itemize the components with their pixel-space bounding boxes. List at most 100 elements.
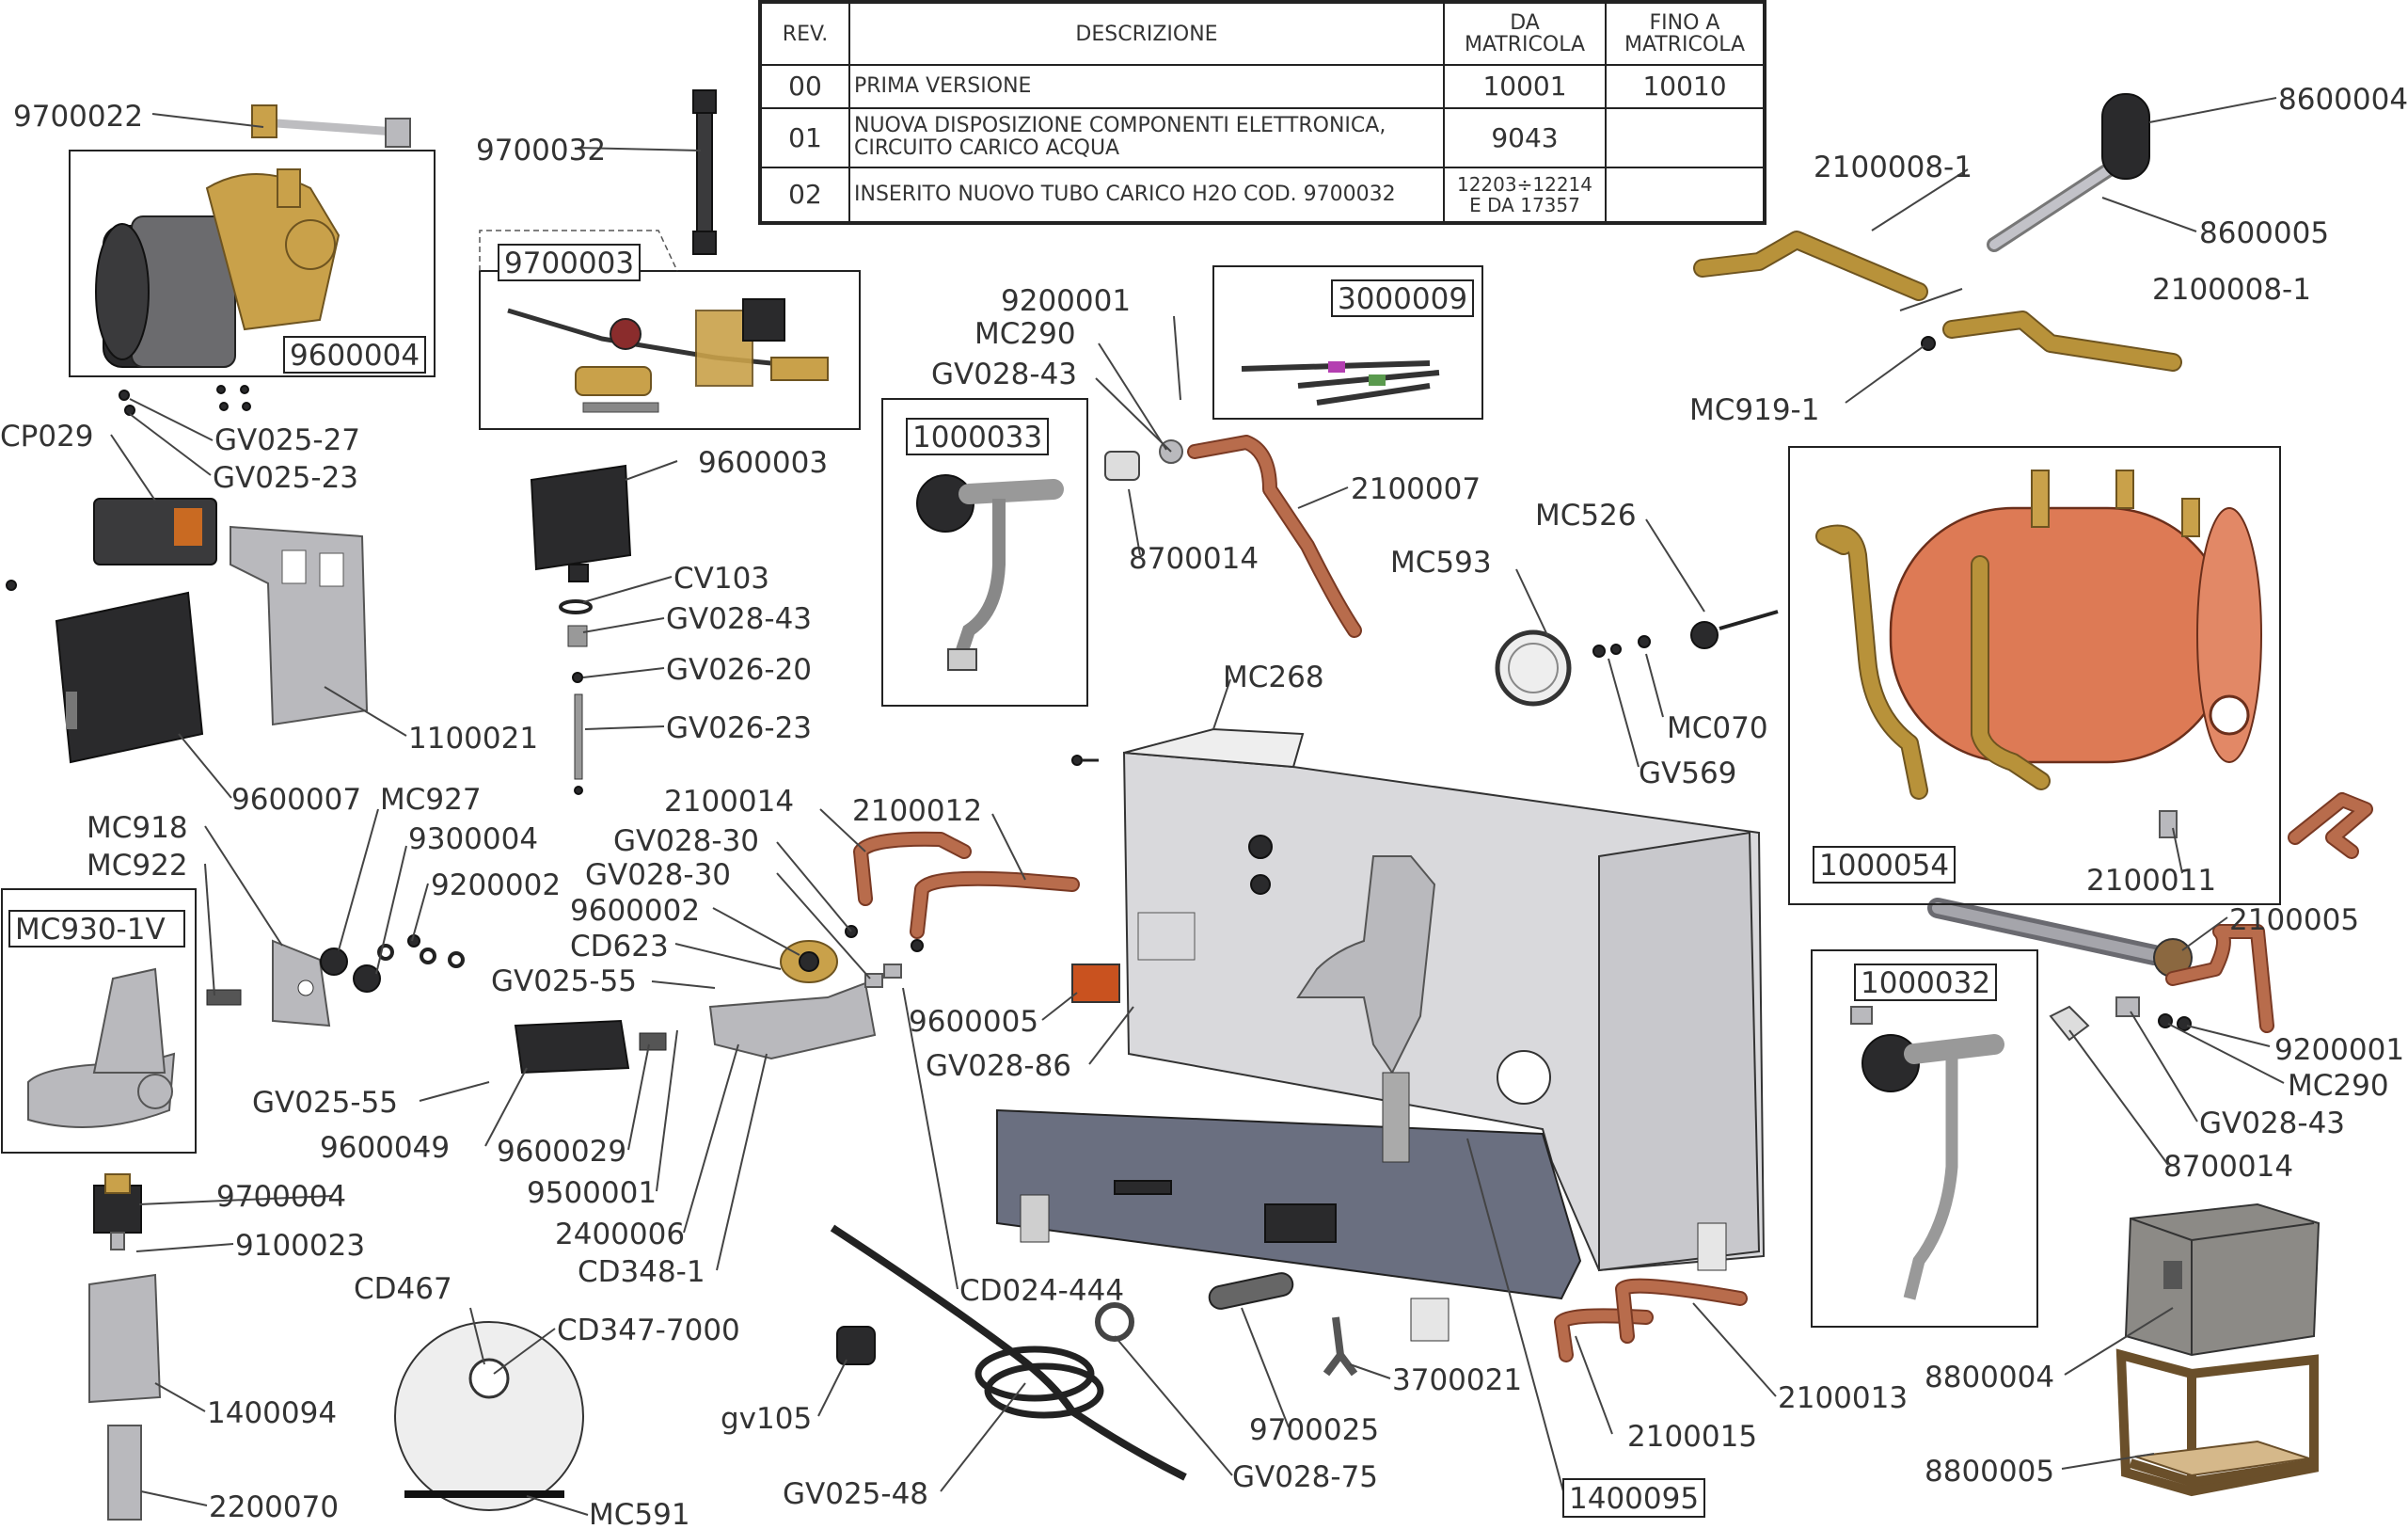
label-CP029: CP029	[0, 420, 94, 454]
label-9700022: 9700022	[13, 100, 143, 134]
from-serial: 12203÷12214 E DA 17357	[1443, 166, 1607, 224]
label-9300004: 9300004	[408, 822, 538, 856]
label-8700014-top: 8700014	[1129, 542, 1259, 576]
pump-hose-illustration	[251, 104, 411, 148]
boxed-label-MC930-1V: MC930-1V	[15, 913, 166, 947]
label-GV028-43-top: GV028-43	[931, 358, 1077, 391]
label-2400006: 2400006	[555, 1218, 685, 1251]
rev-number: 01	[760, 106, 850, 168]
label-9200001-top: 9200001	[1001, 284, 1131, 318]
revision-row: 01 NUOVA DISPOSIZIONE COMPONENTI ELETTRO…	[760, 106, 1765, 168]
label-8600005: 8600005	[2199, 216, 2329, 250]
label-2100005: 2100005	[2229, 903, 2359, 937]
leader-lines	[110, 97, 2285, 1516]
screws-illustration	[6, 385, 251, 591]
to-serial	[1605, 166, 1765, 224]
to-serial-header: FINO A MATRICOLA	[1605, 2, 1765, 66]
label-GV028-86: GV028-86	[926, 1049, 1071, 1083]
revision-table-header: REV. DESCRIZIONE DA MATRICOLA FINO A MAT…	[760, 2, 1765, 66]
label-MC526: MC526	[1535, 499, 1637, 533]
label-GV028-43-right: GV028-43	[2199, 1107, 2345, 1140]
label-GV028-30-upper: GV028-30	[613, 824, 759, 858]
group-head-illustration	[27, 939, 331, 1128]
steam-tap-illustration	[916, 474, 1064, 671]
label-MC268: MC268	[1223, 661, 1324, 694]
steam-tap-frame	[881, 398, 1088, 707]
label-2100008-1-upper: 2100008-1	[1814, 151, 1972, 184]
cable-gland-illustration	[836, 1326, 876, 1365]
wooden-pallet-illustration	[2115, 1348, 2319, 1497]
label-2100012: 2100012	[852, 794, 982, 828]
boxed-label-3000009: 3000009	[1338, 282, 1467, 316]
rev-number: 02	[760, 166, 850, 224]
label-MC919-1: MC919-1	[1689, 393, 1819, 427]
label-CD347-7000: CD347-7000	[557, 1314, 740, 1347]
main-frame-illustration	[996, 727, 1766, 1342]
solenoid-valve-illustration	[93, 1173, 142, 1250]
revision-row: 00 PRIMA VERSIONE 10001 10010	[760, 64, 1765, 109]
cable-set-frame	[1212, 265, 1483, 420]
label-3700021: 3700021	[1392, 1363, 1522, 1397]
manometer-illustration	[1495, 610, 1779, 707]
copper-pipes-illustration	[853, 831, 1080, 939]
label-GV028-43-left: GV028-43	[666, 602, 812, 636]
drain-pipes-illustration	[1554, 1278, 1748, 1362]
label-9600049: 9600049	[320, 1131, 450, 1165]
label-9600029: 9600029	[497, 1135, 626, 1169]
relay-illustration	[93, 498, 217, 565]
boxed-label-9600004: 9600004	[290, 339, 420, 373]
label-GV025-48: GV025-48	[783, 1477, 928, 1511]
to-serial: 10010	[1605, 64, 1765, 109]
from-serial: 10001	[1443, 64, 1607, 109]
label-9100023: 9100023	[235, 1229, 365, 1263]
water-hose-illustration	[692, 89, 717, 255]
label-8800004: 8800004	[1925, 1361, 2054, 1394]
boxed-labels: 9600004 9700003 3000009 1000033 1000054 …	[8, 244, 1997, 1518]
mounting-plate-illustration	[708, 981, 877, 1060]
power-cable-illustration	[830, 1224, 1187, 1481]
revision-table: REV. DESCRIZIONE DA MATRICOLA FINO A MAT…	[758, 0, 1766, 225]
rev-header: REV.	[760, 2, 850, 66]
boxed-label-1000054: 1000054	[1819, 849, 1949, 883]
label-8800005: 8800005	[1925, 1455, 2054, 1489]
to-serial	[1605, 106, 1765, 168]
description-header: DESCRIZIONE	[848, 2, 1445, 66]
label-GV028-75: GV028-75	[1232, 1460, 1378, 1494]
label-GV026-20: GV026-20	[666, 653, 812, 687]
part-labels: 9700022 9700032 GV025-27 CP029 GV025-23 …	[0, 83, 2408, 1529]
hot-water-tap-illustration	[1850, 1006, 2004, 1300]
support-bracket-illustration	[230, 525, 369, 726]
rev-number: 00	[760, 64, 850, 109]
label-2100015: 2100015	[1627, 1420, 1757, 1454]
revision-description: INSERITO NUOVO TUBO CARICO H2O COD. 9700…	[848, 166, 1445, 224]
label-1400094: 1400094	[207, 1396, 337, 1430]
label-9700032: 9700032	[476, 134, 606, 167]
label-9700025: 9700025	[1249, 1413, 1379, 1447]
electronics-box-illustration	[55, 591, 204, 764]
label-9500001: 9500001	[527, 1176, 657, 1210]
label-CD348-1: CD348-1	[578, 1255, 705, 1289]
label-2200070: 2200070	[209, 1490, 339, 1524]
label-GV569: GV569	[1639, 757, 1736, 790]
drain-hose-illustration	[1208, 1272, 1294, 1310]
label-GV028-30-lower: GV028-30	[585, 858, 731, 892]
label-9600002: 9600002	[570, 894, 700, 928]
label-gv105: gv105	[721, 1402, 812, 1436]
label-GV025-23: GV025-23	[213, 461, 358, 495]
gaskets-illustration	[320, 934, 465, 993]
packaging-box-illustration	[2124, 1202, 2321, 1357]
water-circuit-frame-dash	[479, 230, 678, 272]
boxed-label-1400095: 1400095	[1569, 1482, 1699, 1516]
label-1100021: 1100021	[408, 722, 538, 756]
revision-description: NUOVA DISPOSIZIONE COMPONENTI ELETTRONIC…	[848, 106, 1445, 168]
detail-circle-illustration	[394, 1321, 584, 1511]
label-MC591: MC591	[589, 1498, 690, 1529]
label-CV103: CV103	[673, 562, 769, 596]
revision-description: PRIMA VERSIONE	[848, 64, 1445, 109]
water-circuit-illustration	[507, 298, 829, 413]
steam-wand-tip-illustration	[107, 1425, 142, 1521]
label-GV026-23: GV026-23	[666, 711, 812, 745]
boxed-label-1000032: 1000032	[1861, 966, 1990, 1000]
heating-element-illustration	[1927, 898, 2274, 1033]
frame-screw-illustration	[1071, 755, 1099, 766]
